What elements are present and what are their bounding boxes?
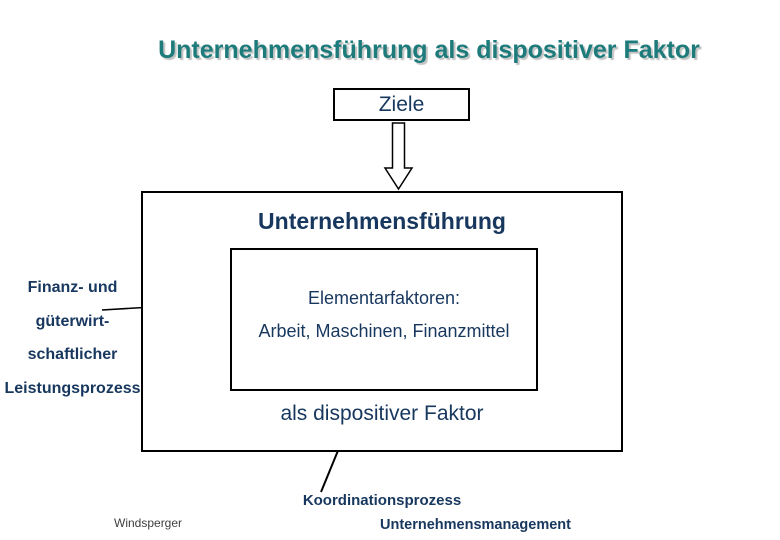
als-dispositiver-faktor-label: als dispositiver Faktor — [280, 402, 484, 425]
elementarfaktoren-title: Elementarfaktoren: — [307, 288, 461, 308]
page-title: Unternehmensführung als dispositiver Fak… — [158, 36, 700, 64]
leistungsprozess-line-2: güterwirt- — [35, 312, 110, 330]
footer-author: Windsperger — [114, 516, 183, 530]
footer-course: Unternehmensmanagement — [380, 517, 571, 533]
down-block-arrow-icon — [383, 122, 414, 191]
leistungsprozess-line-3: schaftlicher — [27, 346, 118, 363]
main-box-heading: Unternehmensführung — [258, 208, 506, 234]
ziele-box: Ziele — [333, 88, 470, 121]
koordinationsprozess-label: Koordinationsprozess — [302, 492, 462, 509]
leistungsprozess-label: Finanz- und güterwirt- schaftlicher Leis… — [0, 271, 145, 405]
leistungsprozess-line-4: Leistungsprozess — [4, 379, 141, 397]
ziele-label: Ziele — [378, 92, 425, 116]
unternehmensfuehrung-box: Unternehmensführung Elementarfaktoren: A… — [141, 191, 623, 452]
leistungsprozess-line-1: Finanz- und — [27, 279, 118, 296]
elementarfaktoren-items: Arbeit, Maschinen, Finanzmittel — [258, 321, 510, 341]
elementarfaktoren-box: Elementarfaktoren: Arbeit, Maschinen, Fi… — [230, 248, 538, 391]
